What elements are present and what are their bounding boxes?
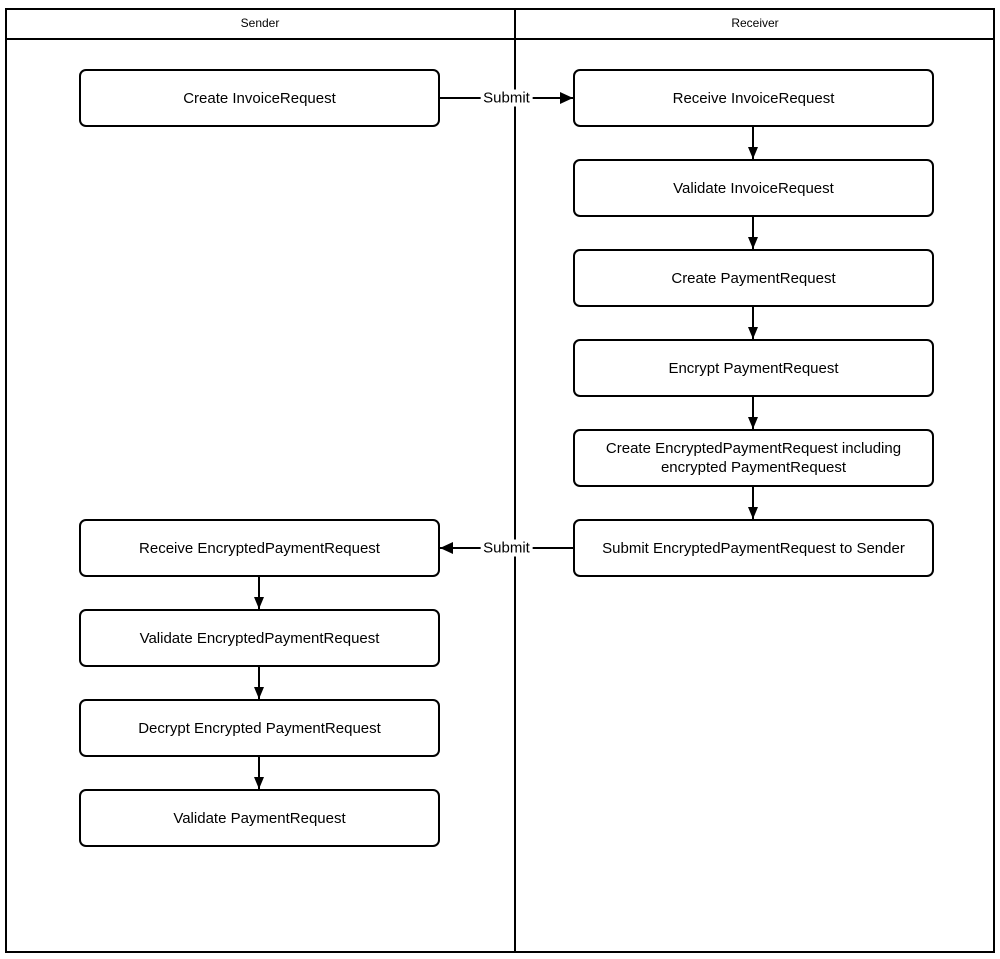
edge-label-submit: Submit — [480, 539, 533, 557]
node-label: Encrypt PaymentRequest — [668, 359, 839, 377]
node-receive-encryptedpaymentrequest: Receive EncryptedPaymentRequest — [79, 519, 440, 577]
lane-header-divider — [5, 38, 995, 40]
node-validate-paymentrequest: Validate PaymentRequest — [79, 789, 440, 847]
lane-header-receiver: Receiver — [515, 8, 995, 38]
arrow-down-icon — [748, 217, 758, 249]
node-label: Submit EncryptedPaymentRequest to Sender — [602, 539, 905, 557]
flow-arrow-submit-invoice: Submit — [440, 89, 573, 107]
flow-arrow-submit-encrypted-payment: Submit — [440, 539, 573, 557]
node-decrypt-encrypted-paymentrequest: Decrypt Encrypted PaymentRequest — [79, 699, 440, 757]
arrow-down-icon — [254, 667, 264, 699]
node-encrypt-paymentrequest: Encrypt PaymentRequest — [573, 339, 934, 397]
node-label: Receive EncryptedPaymentRequest — [139, 539, 380, 557]
node-label: Create EncryptedPaymentRequest including… — [605, 440, 902, 476]
node-receive-invoicerequest: Receive InvoiceRequest — [573, 69, 934, 127]
lane-title: Sender — [240, 16, 280, 30]
lane-header-sender: Sender — [5, 8, 515, 38]
node-validate-encryptedpaymentrequest: Validate EncryptedPaymentRequest — [79, 609, 440, 667]
node-create-encryptedpaymentrequest: Create EncryptedPaymentRequest including… — [573, 429, 934, 487]
node-validate-invoicerequest: Validate InvoiceRequest — [573, 159, 934, 217]
node-label: Receive InvoiceRequest — [672, 89, 835, 107]
edge-label-submit: Submit — [480, 89, 533, 107]
node-label: Validate EncryptedPaymentRequest — [139, 629, 380, 647]
node-create-invoicerequest: Create InvoiceRequest — [79, 69, 440, 127]
node-label: Create PaymentRequest — [671, 269, 836, 287]
node-create-paymentrequest: Create PaymentRequest — [573, 249, 934, 307]
node-submit-encryptedpaymentrequest-to-sender: Submit EncryptedPaymentRequest to Sender — [573, 519, 934, 577]
node-label: Validate PaymentRequest — [173, 809, 346, 827]
node-label: Create InvoiceRequest — [183, 89, 336, 107]
arrow-down-icon — [748, 397, 758, 429]
lane-divider — [514, 8, 516, 953]
arrow-down-icon — [748, 127, 758, 159]
arrow-down-icon — [254, 757, 264, 789]
arrow-down-icon — [748, 307, 758, 339]
arrow-down-icon — [254, 577, 264, 609]
lane-title: Receiver — [731, 16, 779, 30]
arrow-down-icon — [748, 487, 758, 519]
node-label: Decrypt Encrypted PaymentRequest — [138, 719, 381, 737]
node-label: Validate InvoiceRequest — [673, 179, 834, 197]
